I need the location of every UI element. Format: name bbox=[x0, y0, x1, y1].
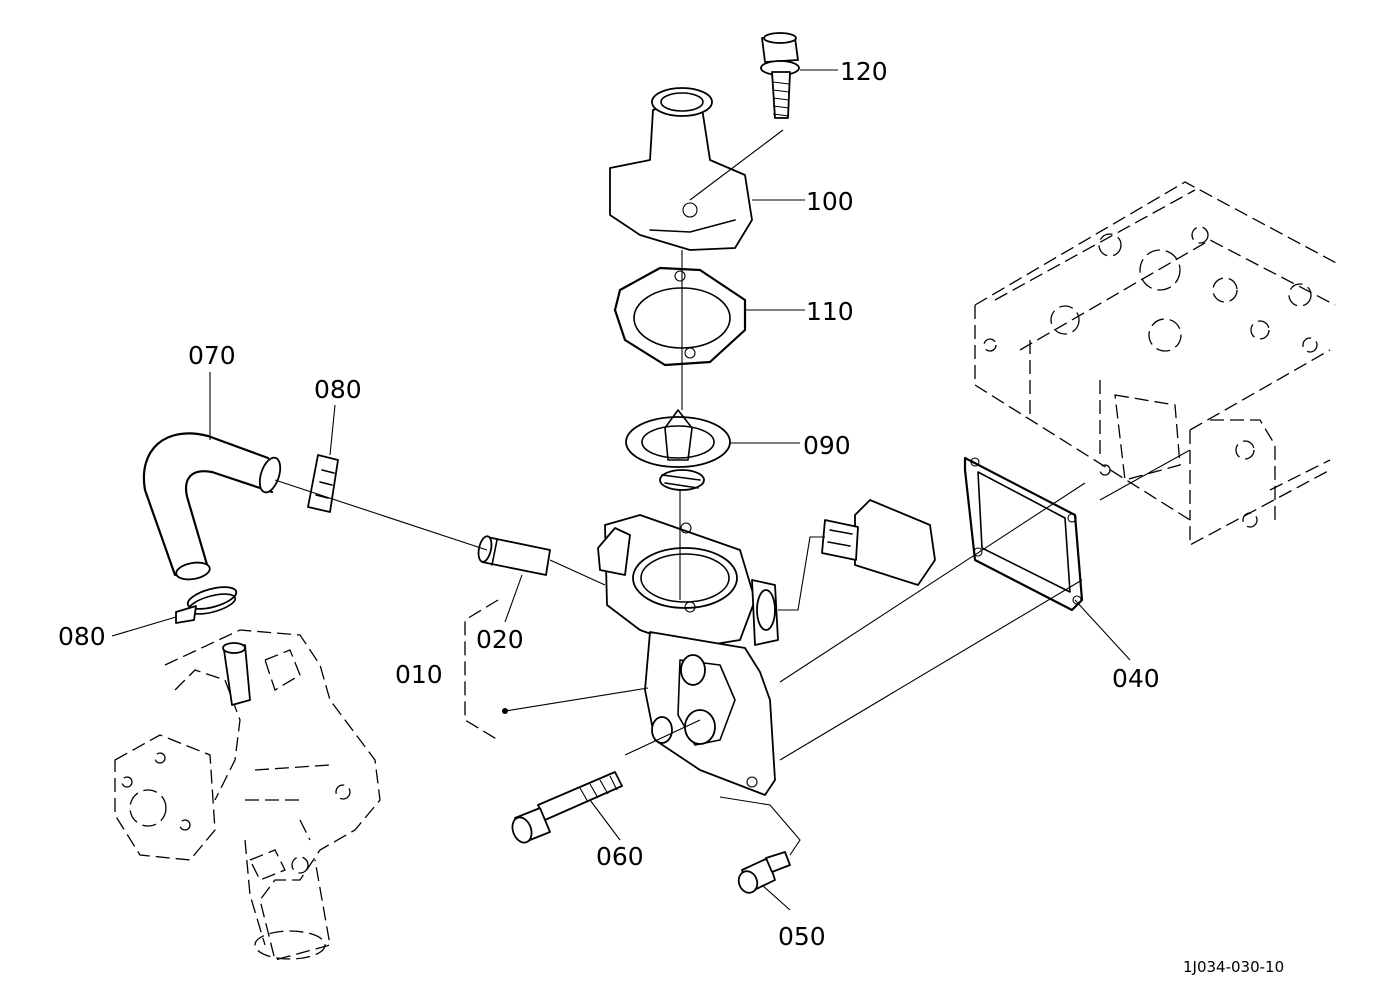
leader-010 bbox=[504, 687, 649, 712]
cylinder-head-outline bbox=[974, 181, 1341, 547]
water-flange-100 bbox=[609, 87, 753, 251]
callout-060: 060 bbox=[596, 842, 644, 871]
leader-060 bbox=[589, 799, 621, 841]
drain-plug-050 bbox=[737, 851, 791, 894]
line-plug-to-housing bbox=[719, 796, 801, 856]
callout-090: 090 bbox=[803, 431, 851, 460]
callout-080-lower: 080 bbox=[58, 622, 106, 651]
leader-hose-to-pipe bbox=[274, 479, 488, 551]
callout-110: 110 bbox=[806, 297, 854, 326]
callout-010: 010 bbox=[395, 660, 443, 689]
callout-040: 040 bbox=[1112, 664, 1160, 693]
callout-020: 020 bbox=[476, 625, 524, 654]
pump-nipple bbox=[222, 642, 251, 706]
gasket-110 bbox=[613, 266, 747, 367]
callout-050: 050 bbox=[778, 922, 826, 951]
hose-clamp-080-lower bbox=[175, 586, 238, 624]
bypass-hose-070 bbox=[142, 432, 282, 581]
thermostat-housing-010 bbox=[597, 514, 779, 796]
thermostat-090 bbox=[625, 409, 731, 491]
leader-040 bbox=[1074, 599, 1131, 661]
bolt-120 bbox=[760, 32, 800, 119]
temperature-switch bbox=[778, 499, 936, 611]
leader-020 bbox=[504, 574, 523, 623]
leader-080-upper bbox=[329, 404, 336, 456]
gasket-040 bbox=[963, 456, 1084, 612]
callout-120: 120 bbox=[840, 57, 888, 86]
leader-050 bbox=[761, 884, 791, 911]
callout-070: 070 bbox=[188, 341, 236, 370]
bolt-060 bbox=[511, 771, 623, 844]
assembly-centerline bbox=[679, 250, 683, 600]
leader-080-lower bbox=[111, 616, 177, 637]
line-head-to-gasket bbox=[1099, 449, 1191, 501]
callout-100: 100 bbox=[806, 187, 854, 216]
drawing-code: 1J034-030-10 bbox=[1183, 958, 1284, 976]
hose-clamp-080-upper bbox=[307, 454, 339, 513]
line-gasket-top bbox=[779, 482, 1086, 683]
line-bolt-to-housing bbox=[624, 719, 701, 756]
leader-pipe-to-housing bbox=[549, 559, 606, 586]
bypass-pipe-020 bbox=[477, 535, 551, 576]
callout-080-upper: 080 bbox=[314, 375, 362, 404]
water-pump-outline bbox=[114, 629, 381, 961]
leader-bolt-to-flange bbox=[689, 129, 784, 201]
line-gasket-bottom bbox=[779, 579, 1083, 761]
group-bracket-010 bbox=[464, 599, 499, 741]
